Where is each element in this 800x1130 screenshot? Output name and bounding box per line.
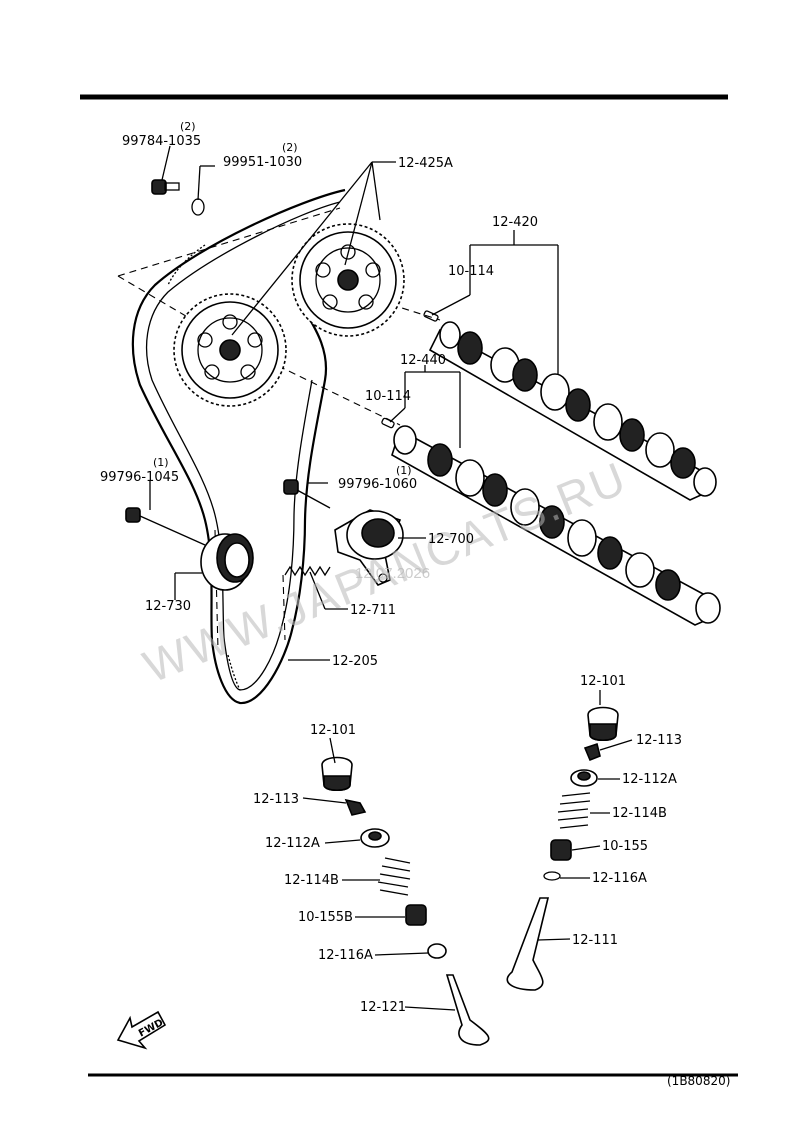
label-right-keeper: 12-113 [636, 733, 682, 748]
tensioner-icon [334, 509, 404, 586]
label-left-keeper: 12-113 [253, 792, 299, 807]
bolt-idler-qty: (1) [153, 456, 169, 469]
label-right-retainer: 12-112A [622, 772, 677, 787]
timing-belt [131, 188, 346, 705]
bolt-top-icon [151, 179, 180, 195]
camshaft-lower [381, 417, 721, 626]
label-left-valve: 12-121 [360, 1000, 406, 1015]
label-washer-top: 99951-1030 [223, 155, 302, 170]
label-right-spring: 12-114B [612, 806, 667, 821]
left-valve-stack [321, 756, 490, 1046]
label-pin-lower: 10-114 [365, 389, 411, 404]
right-valve-stack [506, 706, 619, 991]
label-bolt-idler: 99796-1045 [100, 470, 179, 485]
label-pulley: 12-425A [398, 156, 453, 171]
label-right-seat: 12-116A [592, 871, 647, 886]
label-right-valve: 12-111 [572, 933, 618, 948]
label-bolt-top: 99784-1035 [122, 134, 201, 149]
bolt-idler-icon [125, 507, 206, 546]
cam-pulley-left [173, 293, 287, 407]
label-left-stem-seal: 10-155B [298, 910, 353, 925]
label-pin-upper: 10-114 [448, 264, 494, 279]
label-camshaft-upper: 12-420 [492, 215, 538, 230]
label-left-seal: 12-101 [310, 723, 356, 738]
label-left-spring: 12-114B [284, 873, 339, 888]
idler-pulley-icon [200, 533, 254, 591]
label-belt: 12-205 [332, 654, 378, 669]
label-bolt-tensioner: 99796-1060 [338, 477, 417, 492]
bolt-tensioner-qty: (1) [396, 464, 412, 477]
leader-lines [149, 145, 633, 1011]
label-right-seal: 12-101 [580, 674, 626, 689]
washer-top-qty: (2) [282, 141, 298, 154]
watermark-date: 12.07.2026 [355, 565, 430, 582]
label-left-retainer: 12-112A [265, 836, 320, 851]
bolt-top-qty: (2) [180, 120, 196, 133]
fwd-arrow-icon: FWD [116, 1010, 167, 1050]
label-left-seat: 12-116A [318, 948, 373, 963]
label-spring: 12-711 [350, 603, 396, 618]
label-right-stem-seal: 10-155 [602, 839, 648, 854]
diagram-code: (1B80820) [667, 1074, 730, 1088]
camshaft-upper [423, 310, 717, 501]
label-idler: 12-730 [145, 599, 191, 614]
cam-pulley-right [291, 223, 405, 337]
label-tensioner: 12-700 [428, 532, 474, 547]
bolt-tensioner-icon [283, 479, 331, 509]
washer-top-icon [191, 198, 205, 216]
label-camshaft-lower: 12-440 [400, 353, 446, 368]
tensioner-spring-icon [284, 565, 331, 577]
